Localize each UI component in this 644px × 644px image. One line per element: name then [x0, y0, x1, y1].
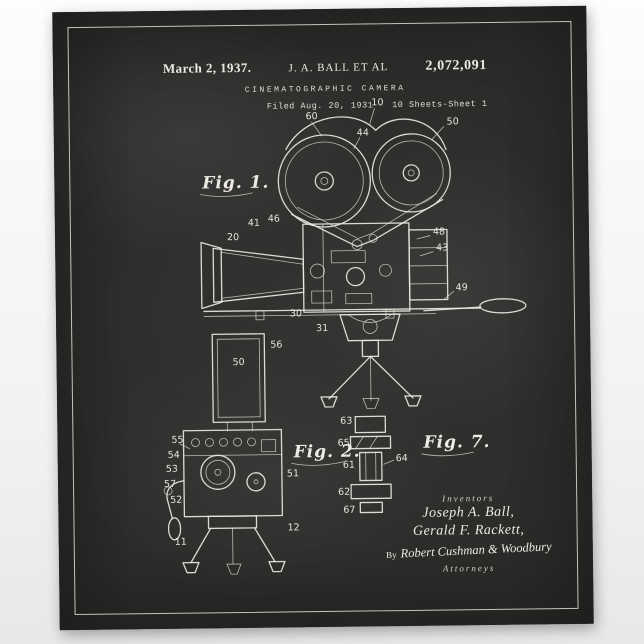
film-reel-left: [277, 134, 371, 228]
fig2-label-underline: [291, 461, 345, 466]
ref-numeral: 31: [316, 323, 328, 334]
fig1-camera-drawing: [200, 116, 527, 409]
camera-rails: [203, 307, 481, 313]
inventors-label: Inventors: [442, 492, 495, 504]
ref-numeral: 56: [270, 339, 282, 350]
crank-grip: [167, 517, 182, 541]
fig2-label: Fig. 2.: [293, 442, 361, 463]
fig1-label-underline: [200, 192, 253, 197]
fig7-detail-parts-drawing: [349, 415, 392, 514]
ref-numeral: 67: [343, 505, 355, 516]
ref-numeral: 63: [340, 416, 352, 427]
lens-cone: [212, 247, 305, 303]
ref-numeral: 54: [168, 450, 180, 461]
reel-housing-cover: [285, 116, 447, 151]
ref-numeral: 11: [175, 537, 187, 548]
matte-box: [200, 241, 223, 310]
ref-numeral: 53: [166, 464, 178, 475]
inventor-name-1: Joseph A. Ball,: [422, 504, 515, 521]
ref-numeral: 20: [227, 232, 239, 243]
ref-numeral: 44: [357, 127, 369, 138]
ref-numeral: 50: [447, 116, 459, 127]
ref-numeral: 10: [371, 97, 383, 108]
ref-numeral: 30: [290, 308, 302, 319]
patent-drawing: Fig. 1. Fig. 2. Fig. 7. 60 10 44 50 46 2…: [163, 97, 527, 575]
ref-numeral: 52: [170, 495, 182, 506]
sprocket-wheel: [200, 454, 236, 490]
pan-handle-grip: [479, 298, 527, 314]
detail-part-bottom: [359, 501, 384, 514]
ref-numeral: 57: [164, 479, 176, 490]
mechanism-body: [182, 428, 284, 518]
ref-numeral: 61: [343, 460, 355, 471]
tripod-leg-left: [328, 355, 372, 400]
ref-numeral: 12: [287, 522, 299, 533]
ref-numeral: 60: [305, 111, 317, 122]
detail-part-shaft: [358, 451, 383, 482]
patent-poster: March 2, 1937. J. A. BALL ET AL 2,072,09…: [52, 5, 594, 631]
attorney-signature: Robert Cushman & Woodbury: [400, 539, 552, 561]
fig1-label: Fig. 1.: [201, 173, 269, 194]
ref-numeral: 43: [436, 242, 448, 253]
reference-numerals: 60 10 44 50 46 20 41 48 43 49 31 30 50 5…: [164, 97, 468, 548]
camera-back-box: [408, 228, 449, 301]
leader-lines: [179, 107, 455, 465]
tripod-head: [339, 313, 401, 342]
mechanism-base: [207, 515, 258, 530]
fig2-mechanism-drawing: [163, 333, 286, 575]
detail-part-top: [354, 415, 387, 434]
crank-handle: [166, 480, 185, 520]
ref-numeral: 62: [338, 487, 350, 498]
fig7-label: Fig. 7.: [422, 432, 490, 453]
ref-numeral: 48: [433, 227, 445, 238]
ref-numeral: 46: [268, 214, 280, 225]
pan-handle: [423, 306, 482, 312]
signature-block: Inventors Joseph A. Ball, Gerald F. Rack…: [380, 492, 557, 574]
inventor-name-2: Gerald F. Rackett,: [412, 522, 525, 539]
ref-numeral: 51: [287, 468, 299, 479]
ref-numeral: 65: [337, 438, 349, 449]
film-reel-right: [371, 133, 451, 213]
ref-numeral: 41: [248, 218, 260, 229]
film-magazine: [211, 333, 266, 423]
ref-numeral: 64: [396, 453, 408, 464]
ref-numeral: 49: [456, 282, 468, 293]
film-belt: [291, 198, 444, 248]
by-label: By: [385, 549, 397, 561]
ref-numeral: 50: [232, 357, 244, 368]
fig7-label-underline: [421, 451, 475, 457]
tripod-leg-right: [369, 355, 414, 399]
ref-numeral: 55: [171, 435, 183, 446]
